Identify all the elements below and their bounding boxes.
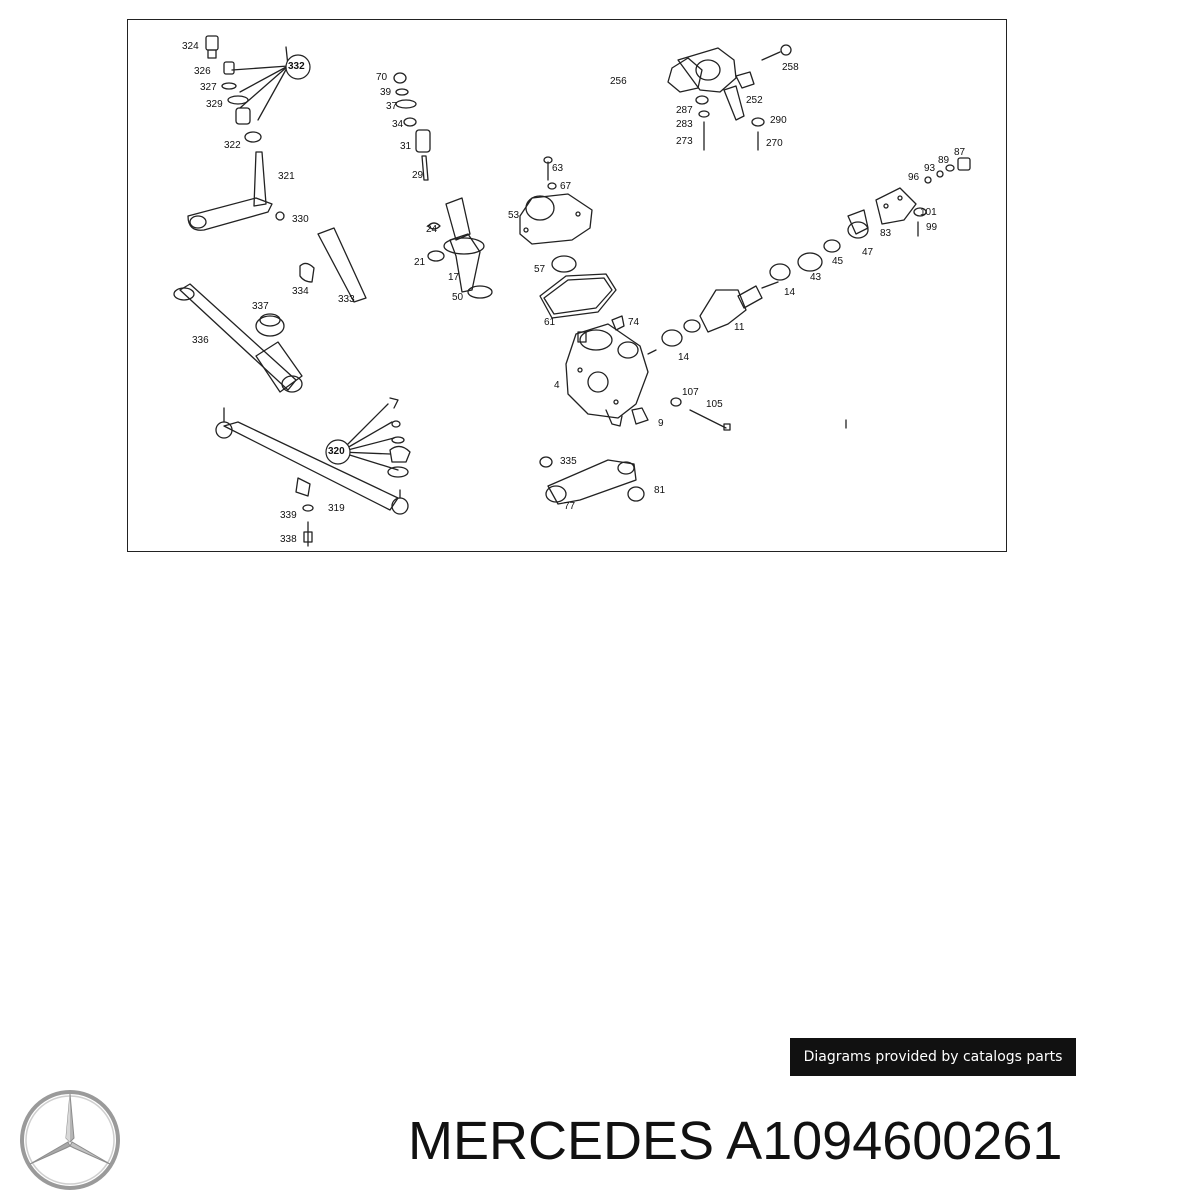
diagram-credit-badge: Diagrams provided by catalogs parts: [790, 1038, 1076, 1076]
callout-334: 334: [292, 286, 309, 297]
callout-270: 270: [766, 138, 783, 149]
callout-61: 61: [544, 317, 556, 328]
callout-330: 330: [292, 214, 309, 225]
callout-57: 57: [534, 264, 546, 275]
callout-21: 21: [414, 257, 426, 268]
callout-83: 83: [880, 228, 892, 239]
callout-327: 327: [200, 82, 217, 93]
housing-cover-53: [519, 156, 593, 273]
tie-rod-319: [215, 407, 409, 547]
callout-81: 81: [654, 485, 666, 496]
valve-block-83: [875, 157, 971, 237]
callout-14-left: 14: [678, 352, 690, 363]
callout-324: 324: [182, 41, 199, 52]
steering-damper-336: [173, 283, 303, 393]
callout-335: 335: [560, 456, 577, 467]
leader-lines-332: [231, 46, 289, 121]
bracket-333: [299, 227, 367, 303]
callout-17: 17: [448, 272, 460, 283]
bolt-105: [670, 397, 731, 431]
idler-arm-77: [539, 456, 645, 505]
callout-283: 283: [676, 119, 693, 130]
callout-320: 320: [328, 446, 345, 457]
callout-43: 43: [810, 272, 822, 283]
callout-336: 336: [192, 335, 209, 346]
callout-107: 107: [682, 387, 699, 398]
callout-326: 326: [194, 66, 211, 77]
callout-332: 332: [288, 61, 305, 72]
callout-39: 39: [380, 87, 392, 98]
part-title: MERCEDES A1094600261: [408, 1108, 1062, 1174]
steering-gear-housing-4: [565, 323, 657, 427]
callout-105: 105: [706, 399, 723, 410]
callout-273: 273: [676, 136, 693, 147]
callout-96: 96: [908, 172, 920, 183]
callout-99: 99: [926, 222, 938, 233]
callout-101: 101: [920, 207, 937, 218]
callout-37: 37: [386, 101, 398, 112]
callout-321: 321: [278, 171, 295, 182]
callout-70: 70: [376, 72, 388, 83]
callout-9: 9: [658, 418, 664, 429]
callout-256: 256: [610, 76, 627, 87]
callout-4: 4: [554, 380, 560, 391]
control-valve-252: [667, 44, 792, 151]
callout-63: 63: [552, 163, 564, 174]
callout-77: 77: [564, 501, 576, 512]
callout-258: 258: [782, 62, 799, 73]
callout-93: 93: [924, 163, 936, 174]
callout-287: 287: [676, 105, 693, 116]
callout-14-right: 14: [784, 287, 796, 298]
callout-290: 290: [770, 115, 787, 126]
brand-name: MERCEDES: [408, 1111, 715, 1171]
leader-lines-320: [339, 397, 411, 478]
callout-339: 339: [280, 510, 297, 521]
callout-50: 50: [452, 292, 464, 303]
callout-74: 74: [628, 317, 640, 328]
callout-29: 29: [412, 170, 424, 181]
mercedes-star-icon: [20, 1090, 120, 1190]
callout-53: 53: [508, 210, 520, 221]
callout-89: 89: [938, 155, 950, 166]
callout-45: 45: [832, 256, 844, 267]
callout-24: 24: [426, 224, 438, 235]
gasket-61: [539, 273, 617, 319]
callout-337: 337: [252, 301, 269, 312]
callout-333: 333: [338, 294, 355, 305]
callout-11: 11: [734, 322, 745, 333]
callout-329: 329: [206, 99, 223, 110]
part-number: A1094600261: [726, 1111, 1063, 1171]
callout-31: 31: [400, 141, 412, 152]
callout-47: 47: [862, 247, 874, 258]
pitman-shaft-parts: [205, 35, 262, 143]
callout-322: 322: [224, 140, 241, 151]
sector-shaft-parts: [393, 72, 493, 299]
callout-252: 252: [746, 95, 763, 106]
callout-319: 319: [328, 503, 345, 514]
parts-diagram: 324 332 326 327 329 322 321 330 70 39 37…: [127, 19, 1007, 552]
exploded-steering-diagram: [173, 35, 971, 547]
callout-338: 338: [280, 534, 297, 545]
worm-shaft-11: [661, 209, 869, 429]
callout-34: 34: [392, 119, 404, 130]
drop-arm-321: [187, 151, 285, 231]
callout-87: 87: [954, 147, 966, 158]
callout-67: 67: [560, 181, 572, 192]
